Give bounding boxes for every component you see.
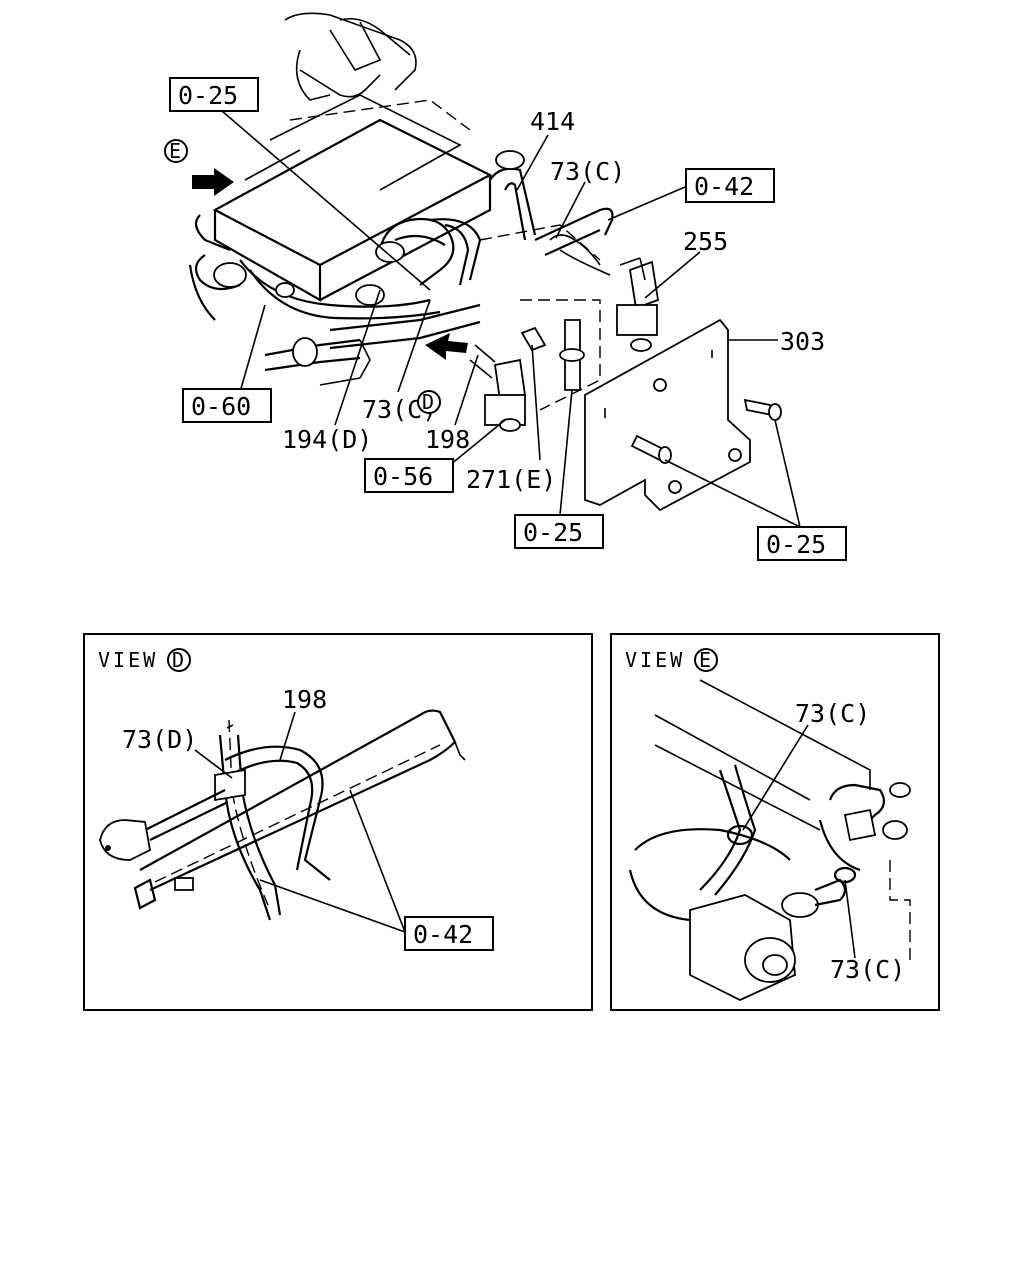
callout-303: 303 <box>780 327 825 356</box>
view-d-ref-0-42: 0-42 <box>413 920 473 949</box>
callout-271e: 271(E) <box>466 465 556 494</box>
view-e-callout-73c-top: 73(C) <box>795 699 870 728</box>
callout-198: 198 <box>425 425 470 454</box>
view-d-callout-198: 198 <box>282 685 327 714</box>
view-d-marker: D <box>172 648 184 672</box>
ref-0-60: 0-60 <box>191 392 251 421</box>
callout-255: 255 <box>683 227 728 256</box>
view-d-panel <box>83 633 593 1011</box>
callout-194d: 194(D) <box>282 425 372 454</box>
view-marker-d-circle <box>417 390 441 414</box>
ref-box-0-25-mid <box>514 514 604 549</box>
view-e-drawing <box>628 679 911 1001</box>
ref-box-0-25-right <box>757 526 847 561</box>
view-e-marker-circle <box>694 648 718 672</box>
leader-lines-main <box>214 104 801 528</box>
ref-box-0-25-top <box>169 77 259 112</box>
callout-414: 414 <box>530 107 575 136</box>
view-e-marker: E <box>699 648 711 672</box>
ref-0-56: 0-56 <box>373 462 433 491</box>
view-d-callout-73d: 73(D) <box>122 725 197 754</box>
ref-box-0-42 <box>685 168 775 203</box>
view-d-leaders <box>194 711 406 933</box>
view-d-ref-box-0-42 <box>404 916 494 951</box>
view-marker-e: E <box>169 139 181 163</box>
ref-box-0-56 <box>364 458 454 493</box>
ref-0-25-mid: 0-25 <box>523 518 583 547</box>
ref-0-42: 0-42 <box>694 172 754 201</box>
ref-box-0-60 <box>182 388 272 423</box>
view-e-title: VIEW <box>625 648 685 672</box>
ref-0-25-top: 0-25 <box>178 81 238 110</box>
view-e-leaders <box>742 724 856 959</box>
view-e-callout-73c-bottom: 73(C) <box>830 955 905 984</box>
view-marker-e-circle <box>164 139 188 163</box>
view-d-marker-circle <box>167 648 191 672</box>
view-marker-d: D <box>422 390 434 414</box>
ref-0-25-right: 0-25 <box>766 530 826 559</box>
view-d-drawing <box>99 709 466 921</box>
view-d-title: VIEW <box>98 648 158 672</box>
callout-73c-upper: 73(C) <box>550 157 625 186</box>
engine-assembly-drawing <box>188 12 782 512</box>
